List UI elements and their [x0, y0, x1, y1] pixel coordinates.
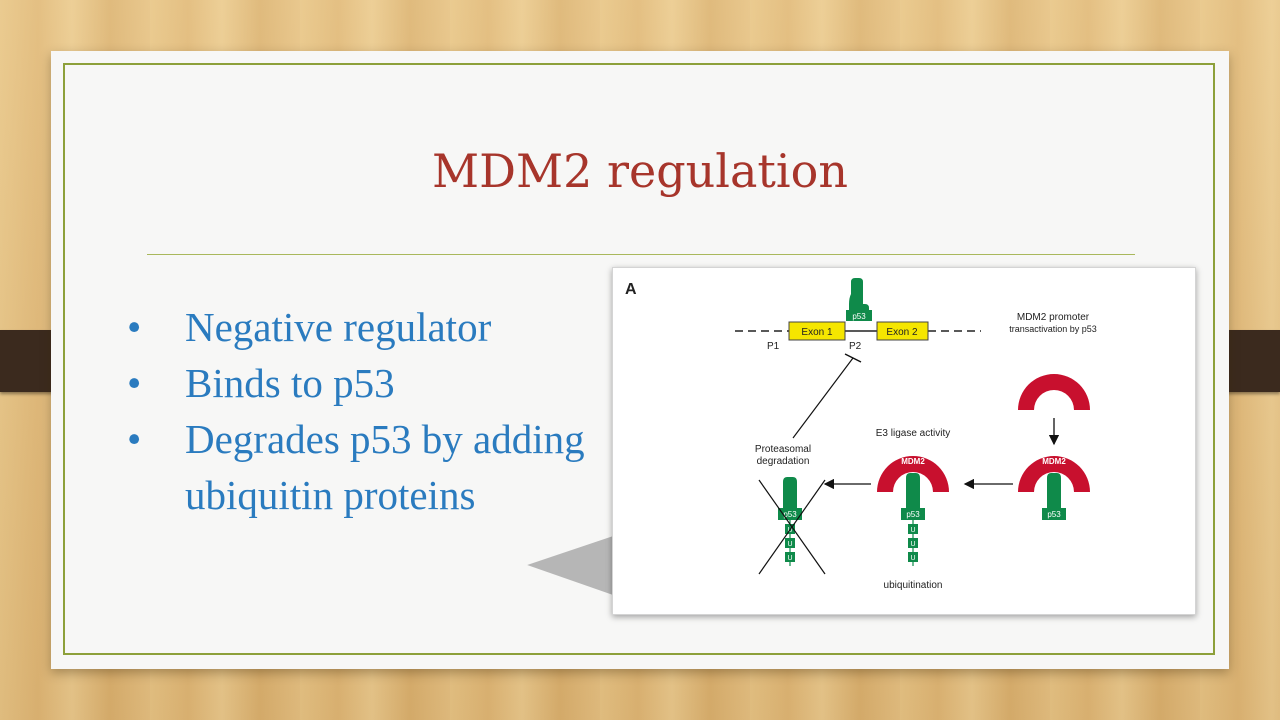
p53-label: p53: [906, 510, 920, 519]
ubiquitination-text: ubiquitination: [884, 580, 943, 591]
degraded-p53: p53 U U U: [758, 477, 826, 575]
p2-label: P2: [849, 341, 862, 352]
ubiquitin-label: U: [910, 555, 915, 562]
mdm2-label: MDM2: [1042, 359, 1066, 368]
bullet-item: Degrades p53 by adding ubiquitin protein…: [125, 411, 585, 523]
bullet-item: Negative regulator: [125, 299, 585, 355]
inhibition-bar: [844, 353, 862, 363]
bullet-list: Negative regulator Binds to p53 Degrades…: [125, 299, 585, 523]
exon1-label: Exon 1: [801, 327, 833, 338]
exon2-label: Exon 2: [886, 327, 918, 338]
pathway-diagram: A Exon 1 Exon 2 P1 P2 p53 MDM2 promoter …: [625, 278, 1097, 591]
p53-label: p53: [783, 510, 797, 519]
inhibition-line: [792, 357, 854, 439]
ubiquitin-label: U: [910, 527, 915, 534]
transactivation-text: transactivation by p53: [1009, 324, 1097, 334]
mdm2-label: MDM2: [901, 457, 925, 466]
panel-label: A: [625, 281, 637, 298]
p53-promoter-bound: p53: [846, 278, 872, 321]
mdm2-p53-ubiquitinated: MDM2 p53 U U U: [877, 455, 949, 566]
ubiquitin-label: U: [787, 555, 792, 562]
title-divider: [147, 254, 1135, 255]
mdm2-promoter-text: MDM2 promoter: [1017, 312, 1090, 323]
degradation-text: degradation: [757, 456, 810, 467]
proteasomal-text: Proteasomal: [755, 444, 811, 455]
ubiquitin-label: U: [787, 541, 792, 548]
exon1-box: [788, 321, 846, 341]
p1-label: P1: [767, 341, 780, 352]
e3-ligase-text: E3 ligase activity: [876, 428, 950, 439]
mdm2-label: MDM2: [1042, 457, 1066, 466]
exon2-box: [876, 321, 929, 341]
mdm2-pathway-figure: A Exon 1 Exon 2 P1 P2 p53 MDM2 promoter …: [612, 267, 1196, 615]
bullet-item: Binds to p53: [125, 355, 585, 411]
slide: MDM2 regulation Negative regulator Binds…: [51, 51, 1229, 669]
p53-label: p53: [852, 312, 866, 321]
ubiquitin-label: U: [910, 541, 915, 548]
slide-title: MDM2 regulation: [432, 144, 848, 198]
p53-label: p53: [1047, 510, 1061, 519]
slide-border: [63, 63, 1215, 655]
mdm2-free: MDM2: [1018, 359, 1090, 410]
mdm2-p53-complex: MDM2 p53: [1018, 456, 1090, 520]
